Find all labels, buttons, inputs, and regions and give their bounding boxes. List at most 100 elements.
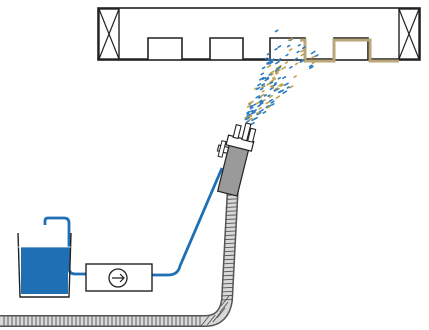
hose-rib — [223, 254, 236, 257]
spray-droplet — [247, 101, 253, 105]
hose-rib — [220, 298, 234, 301]
spray-droplet — [266, 105, 271, 109]
spray-droplet — [311, 61, 316, 65]
spray-droplet — [273, 87, 279, 91]
spray-droplet — [284, 82, 289, 87]
spray-droplet — [274, 47, 278, 51]
hose-rib — [225, 206, 238, 208]
hose-rib — [221, 290, 234, 293]
spray-droplet — [271, 103, 275, 106]
spray-droplet — [250, 109, 254, 113]
spray-droplet — [289, 85, 294, 89]
hose-rib — [216, 307, 226, 319]
spray-droplet — [310, 50, 316, 55]
spray-droplet — [286, 86, 290, 89]
spray-droplet — [270, 100, 275, 104]
spray-droplet — [244, 117, 249, 121]
spray-droplet — [278, 58, 282, 61]
hose-rib — [212, 311, 222, 323]
spray-droplet — [275, 72, 279, 75]
spray-droplet — [249, 106, 254, 110]
spray-droplet — [269, 81, 274, 85]
hose-rib — [226, 198, 239, 200]
spray-droplet — [246, 110, 250, 114]
spray-droplet — [297, 43, 301, 47]
spray-droplet — [282, 76, 287, 80]
spray-droplet — [251, 117, 257, 122]
hose-rib — [221, 286, 234, 289]
spray-droplet — [270, 85, 275, 89]
spray-droplet — [246, 104, 252, 108]
spray-droplet — [284, 61, 289, 65]
spray-droplet — [278, 83, 283, 87]
hose-rib — [224, 230, 237, 233]
spray-droplet — [296, 50, 300, 54]
hose-rib — [222, 278, 235, 281]
spray-droplet — [255, 101, 261, 105]
spray-droplet — [255, 95, 260, 99]
spray-droplet — [259, 76, 265, 81]
spray-droplet — [259, 93, 265, 98]
spray-droplet — [315, 54, 319, 57]
spray-droplet — [273, 82, 278, 85]
spray-droplet — [300, 49, 305, 53]
spray-droplet — [256, 110, 261, 115]
spray-droplet — [279, 89, 284, 93]
spray-droplet — [309, 65, 314, 70]
spray-droplet — [266, 62, 270, 65]
spray-droplet — [269, 59, 275, 63]
spray-droplet — [287, 37, 293, 42]
spray-droplet — [275, 95, 281, 99]
hose-rib — [224, 222, 238, 224]
hose-rib — [222, 270, 235, 273]
hose-ribs — [3, 186, 239, 327]
spray-droplet — [293, 75, 297, 79]
spray-droplet — [267, 94, 271, 98]
spray-droplet — [265, 105, 270, 109]
spray-droplet — [265, 76, 270, 80]
corrugated-hose — [0, 184, 239, 327]
spray-droplet — [261, 83, 266, 87]
spray-droplet — [271, 78, 277, 82]
hose-rib — [222, 262, 235, 265]
spray-droplet — [265, 100, 271, 105]
water-supply-pipe — [43, 167, 224, 277]
spray-droplet — [251, 109, 257, 113]
spray-droplet — [308, 64, 313, 68]
spray-droplet — [264, 77, 270, 82]
hose-rib — [206, 314, 216, 326]
spray-droplet — [259, 102, 264, 106]
hose-rib — [223, 250, 236, 253]
pump — [85, 263, 153, 292]
spray-droplet — [276, 69, 281, 73]
spray-droplet — [256, 111, 262, 116]
spray-droplet — [258, 106, 262, 110]
hose-rib — [226, 202, 239, 204]
spray-droplet — [262, 99, 266, 102]
spray-droplet — [301, 46, 306, 50]
spray-droplet — [279, 83, 285, 88]
spray-droplet — [259, 99, 263, 103]
spray-droplet — [261, 89, 265, 93]
ceiling-profile — [119, 37, 399, 60]
ceiling-left-block — [98, 8, 120, 60]
hose-rib — [225, 210, 238, 212]
spray-droplet — [266, 64, 272, 68]
spray-droplet — [281, 66, 287, 70]
spray-droplet — [277, 45, 282, 49]
spray-droplet — [293, 57, 298, 61]
spray-droplet — [271, 76, 276, 80]
hose-rib — [219, 301, 229, 313]
spray-droplet — [259, 108, 264, 113]
spray-droplet — [286, 44, 291, 48]
spray-droplet — [260, 72, 265, 76]
hose-rib — [222, 274, 235, 277]
spray-droplet — [253, 87, 258, 90]
spray-droplet — [267, 57, 272, 61]
spray-droplet — [310, 55, 316, 59]
hose-rib — [222, 266, 235, 269]
hose-rib — [224, 234, 237, 237]
spray-droplet — [300, 59, 305, 63]
